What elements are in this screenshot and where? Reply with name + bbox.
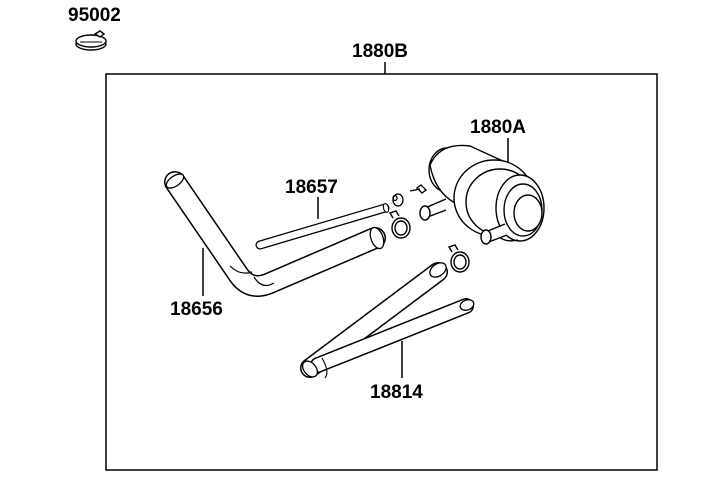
clamp-upper-part bbox=[392, 193, 404, 207]
label-18814: 18814 bbox=[370, 382, 423, 403]
short-pipe-18657-part bbox=[255, 203, 390, 250]
clamp-lower-part bbox=[447, 244, 470, 273]
clamp-95002-part bbox=[75, 30, 107, 51]
label-95002: 95002 bbox=[68, 5, 121, 26]
clamp-middle-part bbox=[388, 210, 411, 239]
y-hose-18814-part bbox=[300, 262, 475, 379]
air-valve-1880a-part bbox=[409, 144, 545, 245]
label-1880a: 1880A bbox=[470, 117, 526, 138]
label-1880b: 1880B bbox=[352, 41, 408, 62]
assembly-frame bbox=[105, 73, 658, 471]
bent-hose-18656-part bbox=[164, 171, 386, 297]
label-18657: 18657 bbox=[285, 177, 338, 198]
label-18656: 18656 bbox=[170, 299, 223, 320]
